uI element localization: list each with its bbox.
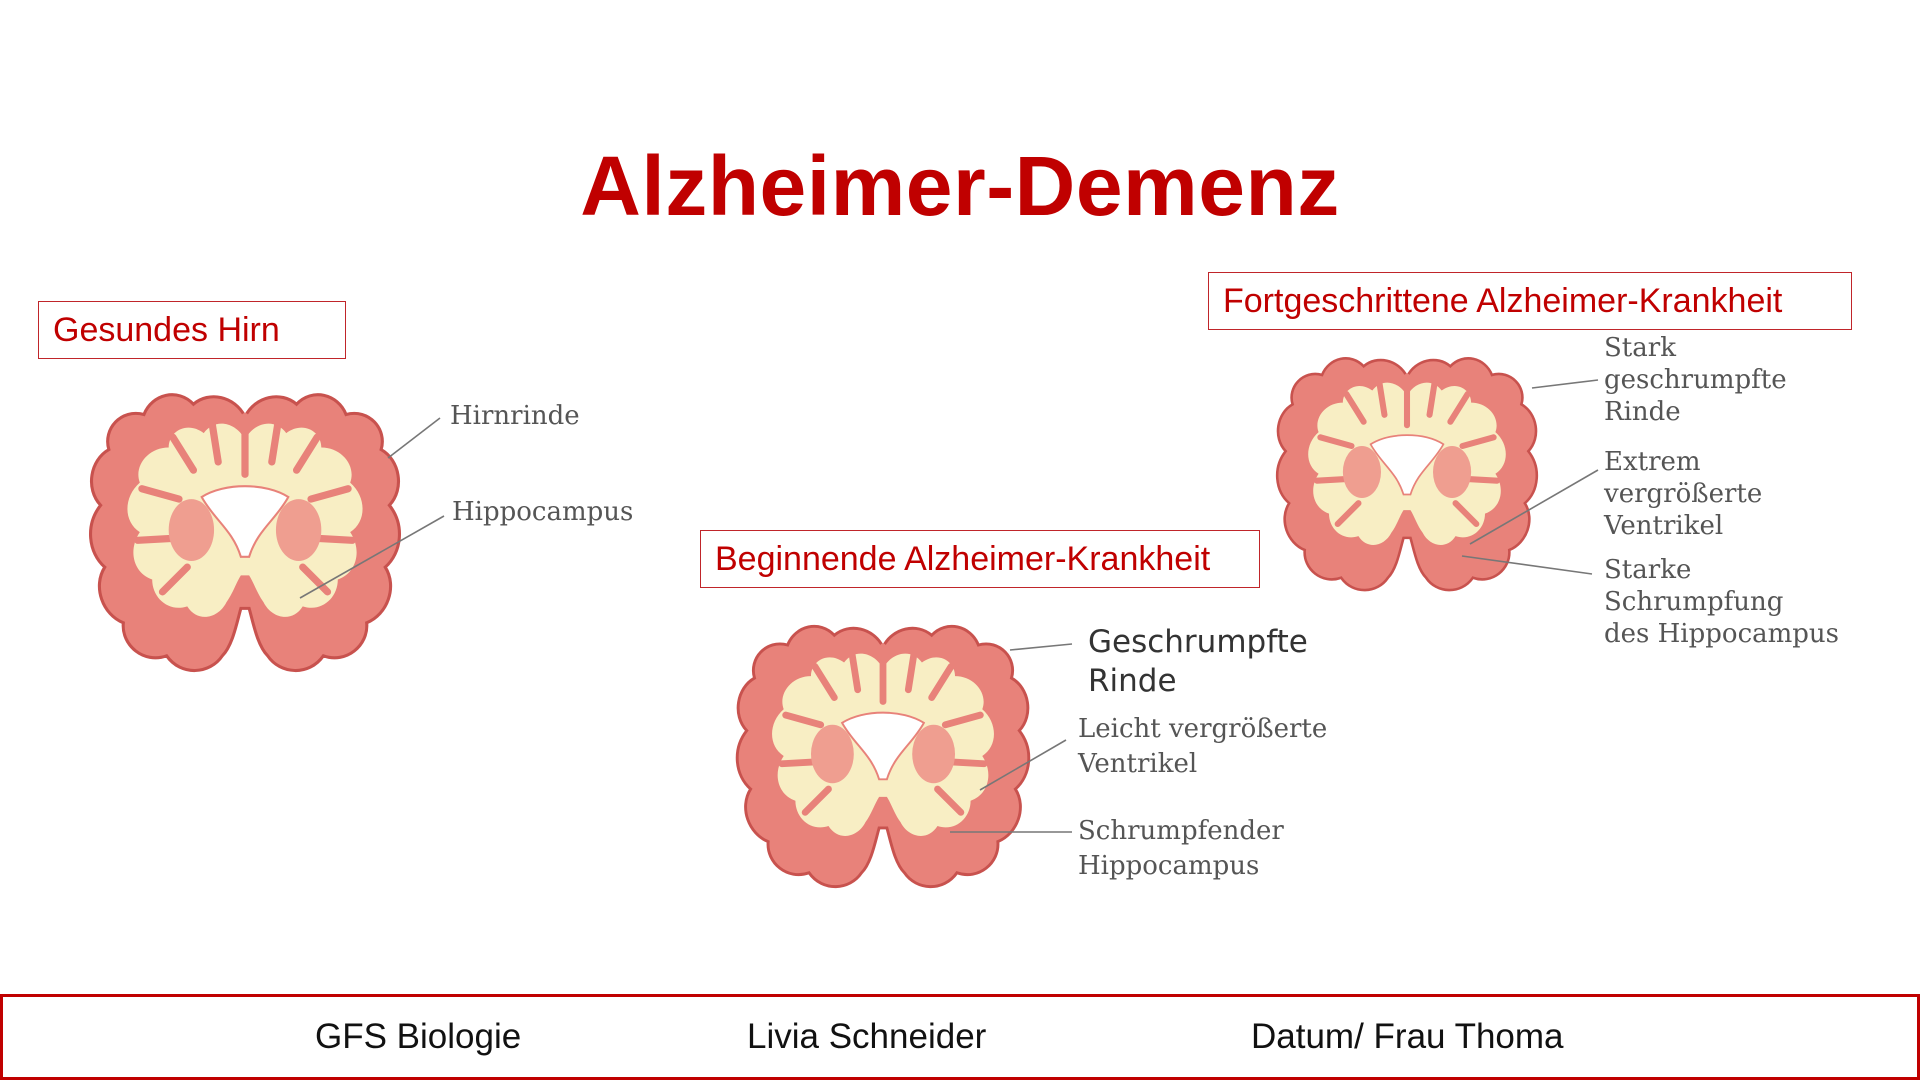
leader-line-advanced-hippocampus: [1461, 555, 1593, 575]
advanced-alzheimer-label-text: Fortgeschrittene Alzheimer-Krankheit: [1223, 281, 1783, 320]
early-alzheimer-brain-image: [737, 626, 1029, 886]
annotation-advanced-hippocampus: Starke Schrumpfung des Hippocampus: [1604, 555, 1840, 649]
slide-title: Alzheimer-Demenz: [580, 139, 1340, 233]
annotation-early-rinde: Geschrumpfte Rinde: [1088, 624, 1308, 699]
annotation-advanced-ventrikel: Extrem vergrößerte Ventrikel: [1604, 447, 1763, 541]
leader-line-hirnrinde: [387, 417, 441, 459]
footer-course: GFS Biologie: [315, 1017, 522, 1056]
leader-line-hippocampus: [299, 515, 445, 599]
early-alzheimer-label-text: Beginnende Alzheimer-Krankheit: [715, 539, 1211, 578]
leader-line-early-ventrikel: [979, 739, 1067, 791]
annotation-early-ventrikel: Leicht vergrößerte Ventrikel: [1078, 714, 1328, 779]
healthy-brain-label: Gesundes Hirn: [38, 301, 346, 359]
healthy-brain-image: [91, 395, 400, 671]
advanced-alzheimer-brain-image: [1277, 358, 1537, 590]
annotation-hirnrinde: Hirnrinde: [450, 401, 580, 431]
footer-author: Livia Schneider: [747, 1017, 987, 1056]
leader-line-early-rinde: [1009, 643, 1073, 651]
footer-date-teacher: Datum/ Frau Thoma: [1251, 1017, 1564, 1056]
advanced-alzheimer-label: Fortgeschrittene Alzheimer-Krankheit: [1208, 272, 1852, 330]
footer-bar: GFS Biologie Livia Schneider Datum/ Frau…: [0, 994, 1920, 1080]
leader-line-advanced-ventrikel: [1469, 469, 1599, 545]
annotation-hippocampus: Hippocampus: [452, 497, 634, 527]
early-alzheimer-label: Beginnende Alzheimer-Krankheit: [700, 530, 1260, 588]
annotation-early-hippocampus: Schrumpfender Hippocampus: [1078, 816, 1284, 881]
leader-line-advanced-rinde: [1531, 379, 1599, 389]
annotation-advanced-rinde: Stark geschrumpfte Rinde: [1604, 333, 1787, 427]
healthy-brain-label-text: Gesundes Hirn: [53, 310, 280, 349]
